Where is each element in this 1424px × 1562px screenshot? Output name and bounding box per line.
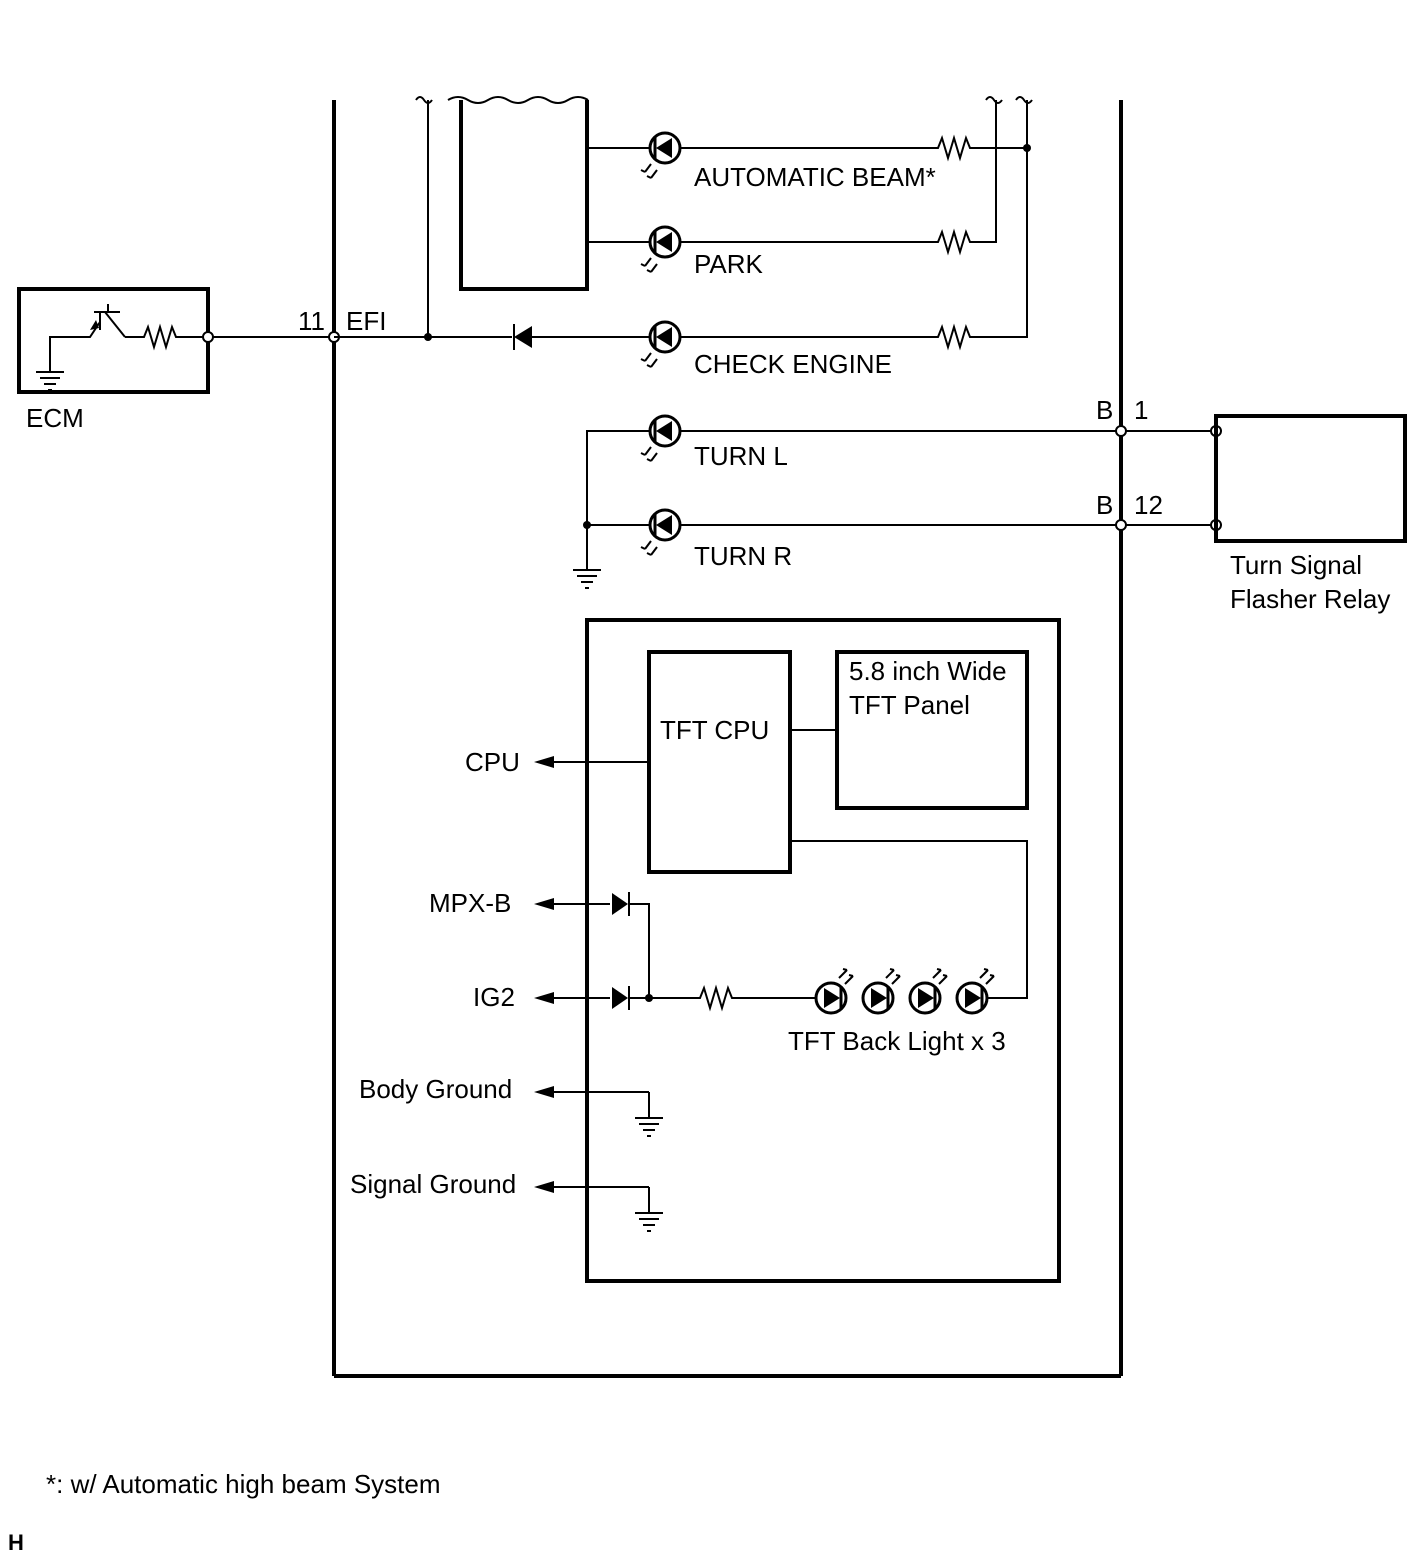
mpx-b-arrow-icon: [534, 898, 554, 910]
body-ground-arrow-icon: [534, 1086, 554, 1098]
footnote: *: w/ Automatic high beam System: [46, 1469, 441, 1499]
backlight-label: TFT Back Light x 3: [788, 1026, 1006, 1056]
backlight-led-1-icon: [814, 967, 855, 1015]
backlight-led-4-icon: [955, 967, 996, 1015]
turn-l-label: TURN L: [694, 441, 788, 471]
flasher-relay-label-2: Flasher Relay: [1230, 584, 1390, 614]
check-engine-label: CHECK ENGINE: [694, 349, 892, 379]
meter-upper-block: [447, 96, 589, 291]
backlight-led-3-icon: [908, 967, 949, 1015]
signal-ground-icon: [634, 1202, 664, 1232]
turn-r-pin-number: 12: [1134, 490, 1163, 520]
efi-pin-name: EFI: [346, 306, 386, 336]
tft-cpu-label: TFT CPU: [660, 715, 769, 745]
ecm-pin: [202, 331, 214, 343]
turn-ground-icon: [572, 559, 602, 589]
turn-l-indicator-icon: [639, 414, 682, 463]
tft-panel-label-2: TFT Panel: [849, 690, 970, 720]
efi-pin-number: 11: [298, 306, 325, 336]
flasher-relay-label-1: Turn Signal: [1230, 550, 1362, 580]
ecm-box: [17, 287, 210, 394]
cpu-terminal-label: CPU: [465, 747, 520, 777]
turn-l-pin-number: 1: [1134, 395, 1148, 425]
check-engine-indicator-icon: [639, 320, 682, 369]
ecm-label: ECM: [26, 403, 84, 433]
body-ground-icon: [634, 1107, 664, 1137]
tft-cpu-box: [647, 650, 792, 874]
backlight-led-2-icon: [861, 967, 902, 1015]
tft-panel-label-1: 5.8 inch Wide: [849, 656, 1007, 686]
automatic-beam-label: AUTOMATIC BEAM*: [694, 162, 936, 192]
park-label: PARK: [694, 249, 764, 279]
turn-r-indicator-icon: [639, 508, 682, 557]
flasher-relay-box: [1214, 414, 1407, 543]
turn-l-connector: B: [1096, 395, 1113, 425]
park-indicator-icon: [639, 225, 682, 274]
tft-module-box: [585, 618, 1061, 1283]
check-engine-diode: [513, 324, 532, 350]
turn-r-connector: B: [1096, 490, 1113, 520]
corner-mark: H: [8, 1530, 24, 1555]
mpx-b-terminal-label: MPX-B: [429, 888, 511, 918]
signal-ground-label: Signal Ground: [350, 1169, 516, 1199]
cpu-arrow-icon: [534, 756, 554, 768]
ig2-terminal-label: IG2: [473, 982, 515, 1012]
signal-ground-arrow-icon: [534, 1181, 554, 1193]
turn-r-label: TURN R: [694, 541, 792, 571]
automatic-beam-indicator-icon: [639, 131, 682, 180]
combination-meter-outline: [332, 100, 1123, 1378]
body-ground-label: Body Ground: [359, 1074, 512, 1104]
ig2-arrow-icon: [534, 992, 554, 1004]
